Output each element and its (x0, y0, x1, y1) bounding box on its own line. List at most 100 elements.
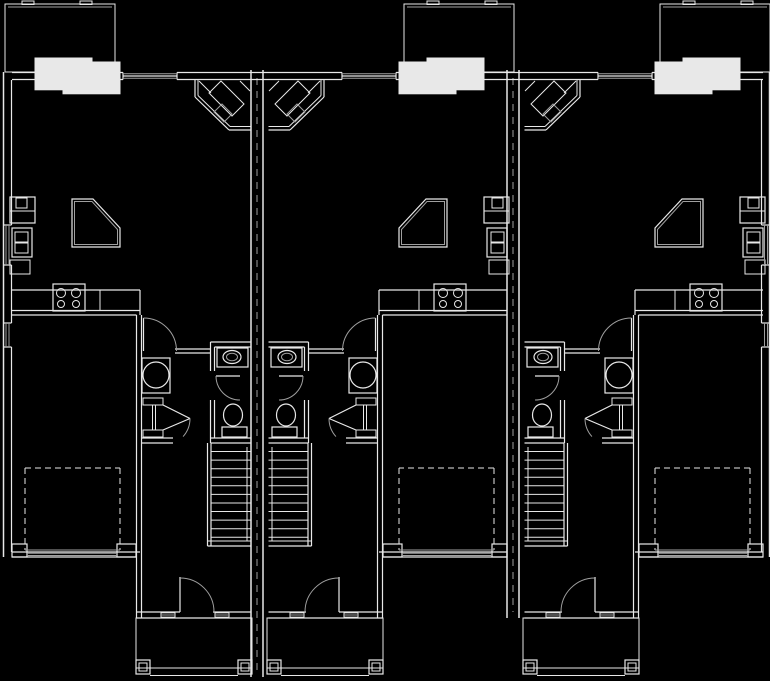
closet-door-open (162, 404, 191, 420)
fireplace-chase (544, 95, 578, 127)
deck-rail-post (21, 0, 35, 5)
porch-post-inner (627, 662, 637, 672)
laundry-door-swing (598, 317, 632, 352)
range (52, 283, 86, 312)
burner (439, 300, 447, 308)
toilet-bowl (531, 403, 553, 427)
deck-rail-post (740, 0, 754, 5)
entry-door-swing (179, 577, 215, 613)
closet-door-open (584, 417, 613, 431)
porch-post (237, 659, 253, 675)
porch-post (624, 659, 640, 675)
corner-pantry (71, 198, 121, 248)
vanity (526, 347, 559, 368)
sink-inner (281, 352, 293, 362)
firebox-inner (286, 103, 306, 123)
bath-door-swing (534, 375, 560, 401)
corner-pantry-inner (657, 201, 701, 245)
base-cabinet (744, 259, 766, 275)
porch (522, 617, 640, 669)
corner-pantry (398, 198, 448, 248)
fireplace-chase (288, 95, 322, 127)
sink-inner (537, 352, 549, 362)
porch-post-inner (371, 662, 381, 672)
fireplace-chase (194, 96, 230, 131)
refrigerator-door (14, 242, 29, 254)
refrigerator-door (490, 242, 505, 254)
patio-door-panel (62, 61, 121, 95)
fireplace-hatch (268, 80, 280, 92)
closet-jamb (611, 397, 633, 406)
unit-3-right-plan (522, 0, 770, 676)
kitchen-cabinet-inner (747, 197, 760, 209)
kitchen-cabinet (483, 196, 510, 224)
kitchen-cabinet-inner (491, 197, 504, 209)
deck-rail-post (426, 0, 440, 5)
range (433, 283, 467, 312)
closet-jamb (142, 429, 164, 438)
closet-jamb (355, 429, 377, 438)
patio-door-panel (398, 61, 457, 95)
refrigerator-door (746, 242, 761, 254)
burner (695, 300, 703, 308)
wall-post (491, 543, 508, 558)
fireplace-chase (197, 95, 231, 127)
sink-inner (226, 352, 238, 362)
porch-post (135, 659, 151, 675)
corner-pantry (654, 198, 704, 248)
porch-post-inner (269, 662, 279, 672)
porch (135, 617, 253, 669)
entry-door-swing (560, 577, 596, 613)
kitchen-cabinet (739, 196, 766, 224)
porch-post-inner (138, 662, 148, 672)
laundry-door-swing (342, 317, 376, 352)
firebox-inner (213, 103, 233, 123)
deck-rail-post (484, 0, 498, 5)
bath-door-swing (215, 375, 241, 401)
closet-door-swing (328, 418, 337, 437)
patio-door-panel (654, 61, 713, 95)
closet-door-swing (182, 418, 191, 437)
shared-walls (2, 70, 770, 677)
wall-post (11, 543, 28, 558)
porch-post (266, 659, 282, 675)
wall-post (747, 543, 764, 558)
toilet-tank (271, 426, 298, 438)
burner (56, 288, 66, 298)
washer-drum (349, 361, 377, 389)
firebox (530, 80, 567, 117)
deck-outline (659, 3, 770, 73)
closet-door-open (162, 417, 191, 431)
washer (604, 357, 634, 394)
burner (438, 288, 448, 298)
corner-pantry-inner (74, 201, 118, 245)
deck-outline (4, 3, 116, 73)
fireplace-chase (289, 96, 325, 131)
base-cabinet (488, 259, 510, 275)
laundry-door-swing (143, 317, 177, 352)
closet-door-open (328, 404, 357, 420)
corner-pantry-inner (401, 201, 445, 245)
toilet-bowl (222, 403, 244, 427)
burner (710, 300, 718, 308)
firebox (274, 80, 311, 117)
bath-door-swing (278, 375, 304, 401)
porch-post-inner (525, 662, 535, 672)
washer-drum (605, 361, 633, 389)
burner (72, 300, 80, 308)
burner (453, 288, 463, 298)
porch-post (522, 659, 538, 675)
toilet-tank (527, 426, 554, 438)
unit-2-middle-plan (266, 0, 515, 676)
deck-rail-post (682, 0, 696, 5)
kitchen-cabinet (9, 196, 36, 224)
washer (348, 357, 378, 394)
refrigerator-door (14, 231, 29, 243)
refrigerator-door (746, 231, 761, 243)
fireplace-hatch (563, 80, 577, 94)
refrigerator-door (490, 231, 505, 243)
fireplace-hatch (198, 80, 212, 94)
base-cabinet (9, 259, 31, 275)
closet-door-open (328, 417, 357, 431)
